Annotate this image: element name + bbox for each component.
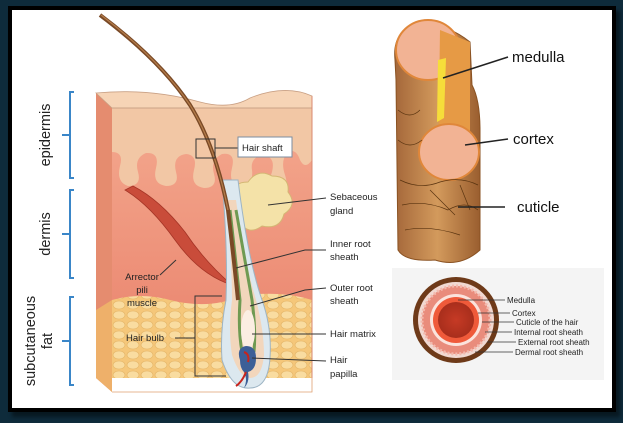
cross-section-labels: Medulla Cortex Cuticle of the hair Inter… (507, 296, 590, 357)
hair-bulb-bracket (194, 295, 226, 377)
shaft-lower-face (418, 123, 480, 181)
cs-label-medulla: Medulla (507, 296, 536, 305)
label-cuticle: cuticle (517, 199, 560, 216)
cross-section (413, 277, 499, 363)
label-gland: gland (330, 206, 353, 217)
cs-label-cuticle: Cuticle of the hair (516, 318, 579, 327)
layer-label-fat: fat (40, 333, 56, 349)
layer-brackets (62, 91, 74, 386)
hair-shaft-3d (394, 19, 481, 263)
hair-shaft-label-box (237, 136, 293, 158)
shaft-leader-lines (442, 56, 509, 208)
cs-label-internal-root-sheath: Internal root sheath (514, 328, 583, 337)
label-inner-root-sheath: sheath (330, 252, 359, 263)
layer-label-epidermis: epidermis (38, 104, 54, 167)
cs-label-dermal-root-sheath: Dermal root sheath (515, 348, 583, 357)
label-pili: pili (136, 285, 148, 296)
cross-section-medulla (438, 302, 474, 338)
hair-papilla (238, 346, 256, 388)
label-hair-shaft: Hair shaft (242, 143, 283, 154)
follicle-leader-lines (159, 197, 327, 362)
label-hair-matrix: Hair matrix (330, 329, 376, 340)
label-inner-root: Inner root (330, 239, 371, 250)
label-sebaceous: Sebaceous (330, 192, 378, 203)
label-cortex: cortex (513, 131, 554, 148)
label-muscle: muscle (127, 298, 157, 309)
dermis-bracket (62, 189, 74, 279)
medulla-core (437, 58, 446, 122)
cs-label-external-root-sheath: External root sheath (518, 338, 590, 347)
label-outer-root: Outer root (330, 283, 373, 294)
cross-section-leader-lines (458, 299, 516, 353)
label-hair-papilla-2: papilla (330, 369, 358, 380)
layer-label-dermis: dermis (38, 212, 54, 256)
cs-label-cortex: Cortex (512, 309, 536, 318)
label-medulla: medulla (512, 49, 565, 66)
label-outer-root-sheath: sheath (330, 296, 359, 307)
label-hair-bulb: Hair bulb (126, 333, 164, 344)
layer-label-subcutaneous: subcutaneous (23, 296, 39, 386)
subcutaneous-bracket (62, 296, 74, 386)
label-arrector: Arrector (125, 272, 159, 283)
label-hair-papilla-1: Hair (330, 355, 347, 366)
epidermis-bracket (62, 91, 74, 179)
